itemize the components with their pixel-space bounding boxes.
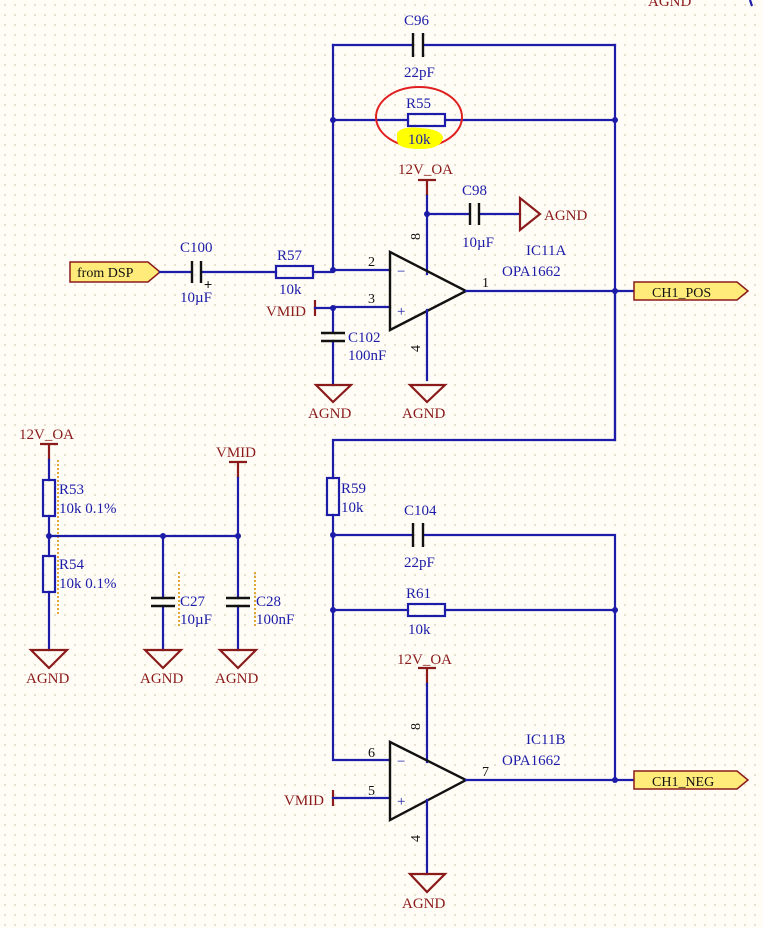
c100-value: 10µF xyxy=(180,290,212,306)
port-ch1-neg[interactable]: CH1_NEG xyxy=(633,770,750,790)
svg-text:8: 8 xyxy=(409,723,424,730)
vmid-net-divider: VMID xyxy=(216,445,256,538)
capacitor-c27[interactable]: C27 10µF xyxy=(151,534,212,652)
r57-ref: R57 xyxy=(277,248,303,264)
svg-text:6: 6 xyxy=(368,746,375,761)
c28-value: 100nF xyxy=(256,612,294,628)
svg-text:AGND: AGND xyxy=(26,671,69,687)
clipped-mark xyxy=(748,0,754,7)
power-label: 12V_OA xyxy=(398,162,453,178)
r61-ref: R61 xyxy=(406,586,431,602)
vmid-port-b: VMID xyxy=(284,790,338,809)
c104-value: 22pF xyxy=(404,555,435,571)
resistor-r55[interactable]: R55 10k xyxy=(375,86,463,149)
capacitor-c104[interactable]: C104 22pF xyxy=(404,503,437,571)
svg-text:7: 7 xyxy=(482,765,489,780)
r53-ref: R53 xyxy=(59,482,84,498)
svg-text:VMID: VMID xyxy=(266,304,306,320)
c100-ref: C100 xyxy=(180,240,213,256)
agnd-symbol-ic11b: AGND xyxy=(402,872,448,912)
c28-ref: C28 xyxy=(256,594,281,610)
agnd-symbol-c27: AGND xyxy=(140,648,184,687)
power-12v-oa-b: 12V_OA xyxy=(397,652,452,764)
ic11b-part: OPA1662 xyxy=(502,753,561,769)
agnd-symbol-c28: AGND xyxy=(215,648,259,687)
c27-value: 10µF xyxy=(180,612,212,628)
svg-text:CH1_NEG: CH1_NEG xyxy=(652,775,714,790)
svg-text:8: 8 xyxy=(409,233,424,240)
capacitor-c100[interactable]: + C100 10µF xyxy=(180,240,213,306)
c98-ref: C98 xyxy=(462,183,487,199)
agnd-symbol-ic11a: AGND xyxy=(402,383,448,422)
capacitor-c28[interactable]: C28 100nF xyxy=(226,534,294,652)
svg-text:12V_OA: 12V_OA xyxy=(19,427,74,443)
power-12v-oa-divider: 12V_OA xyxy=(19,427,74,652)
ic11a-ref: IC11A xyxy=(526,243,566,259)
capacitor-c98[interactable]: C98 10µF xyxy=(462,183,494,251)
c96-value: 22pF xyxy=(404,65,435,81)
power-12v-oa-a: 12V_OA xyxy=(398,162,522,276)
svg-text:2: 2 xyxy=(368,255,375,270)
svg-text:AGND: AGND xyxy=(308,406,351,422)
r54-ref: R54 xyxy=(59,557,85,573)
capacitor-c96[interactable]: C96 22pF xyxy=(404,13,435,81)
svg-text:4: 4 xyxy=(409,835,424,842)
opamp-ic11a[interactable]: − + 2 3 1 8 4 IC11A OPA1662 xyxy=(331,233,566,382)
resistor-r61[interactable]: R61 10k xyxy=(406,586,447,638)
inverting-minus-icon-b: − xyxy=(397,754,405,770)
r54-value: 10k 0.1% xyxy=(59,576,117,592)
resistor-r54[interactable]: R54 10k 0.1% xyxy=(41,554,117,594)
inverting-minus-icon: − xyxy=(397,264,405,280)
ic11b-ref: IC11B xyxy=(526,732,565,748)
svg-text:AGND: AGND xyxy=(402,406,445,422)
svg-text:12V_OA: 12V_OA xyxy=(397,652,452,668)
r57-value: 10k xyxy=(279,282,302,298)
opamp-ic11b[interactable]: − + 6 5 7 8 4 IC11B OPA1662 xyxy=(334,723,636,876)
resistor-r59[interactable]: R59 10k xyxy=(325,476,366,517)
r59-ref: R59 xyxy=(341,481,366,497)
resistor-r57[interactable]: R57 10k xyxy=(274,248,315,298)
svg-text:VMID: VMID xyxy=(216,445,256,461)
r53-value: 10k 0.1% xyxy=(59,501,117,517)
r59-value: 10k xyxy=(341,500,364,516)
svg-text:5: 5 xyxy=(368,784,375,799)
svg-text:3: 3 xyxy=(368,292,375,307)
c27-ref: C27 xyxy=(180,594,206,610)
svg-text:CH1_POS: CH1_POS xyxy=(652,286,711,301)
vmid-port-a: VMID xyxy=(266,300,336,320)
c104-ref: C104 xyxy=(404,503,437,519)
r55-ref: R55 xyxy=(406,96,431,112)
agnd-symbol-c98: AGND xyxy=(518,195,587,233)
r55-value: 10k xyxy=(408,132,431,148)
svg-text:AGND: AGND xyxy=(402,896,445,912)
polarity-plus-icon: + xyxy=(204,276,212,292)
capacitor-c102[interactable]: C102 100nF xyxy=(321,306,386,387)
svg-text:VMID: VMID xyxy=(284,793,324,809)
port-from-dsp[interactable]: from DSP xyxy=(69,261,162,283)
c96-ref: C96 xyxy=(404,13,430,29)
svg-text:from DSP: from DSP xyxy=(77,266,134,281)
c98-value: 10µF xyxy=(462,235,494,251)
svg-text:1: 1 xyxy=(482,276,489,291)
svg-text:AGND: AGND xyxy=(140,671,183,687)
agnd-symbol-r54: AGND xyxy=(26,648,70,687)
c102-ref: C102 xyxy=(348,330,381,346)
port-ch1-pos[interactable]: CH1_POS xyxy=(633,281,750,301)
svg-text:AGND: AGND xyxy=(544,208,587,224)
noninverting-plus-icon-b: + xyxy=(397,794,405,810)
r61-value: 10k xyxy=(408,622,431,638)
svg-text:4: 4 xyxy=(409,345,424,352)
ic11a-part: OPA1662 xyxy=(502,264,561,280)
clipped-agnd-label: AGND xyxy=(648,0,691,10)
noninverting-plus-icon: + xyxy=(397,304,405,320)
c102-value: 100nF xyxy=(348,348,386,364)
feedback-network-b xyxy=(331,533,618,783)
svg-text:AGND: AGND xyxy=(215,671,258,687)
r55-highlight xyxy=(397,127,443,149)
agnd-symbol-c102: AGND xyxy=(308,383,354,422)
